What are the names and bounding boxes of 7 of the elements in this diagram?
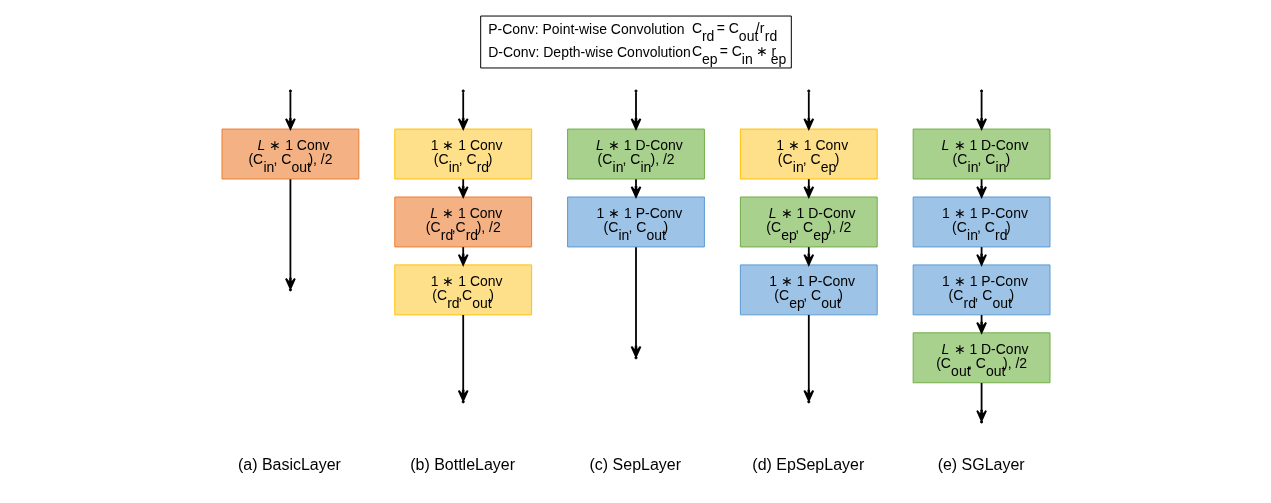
label: (e) SGLayer bbox=[937, 455, 1025, 473]
label: P-Conv: Point-wise Convolution bbox=[487, 21, 685, 38]
label: (b) BottleLayer bbox=[409, 455, 515, 473]
label: (c) SepLayer bbox=[589, 455, 681, 473]
label: D-Conv: Depth-wise Convolution bbox=[487, 44, 691, 61]
label: (a) BasicLayer bbox=[237, 455, 341, 473]
label: (d) EpSepLayer bbox=[751, 455, 864, 473]
